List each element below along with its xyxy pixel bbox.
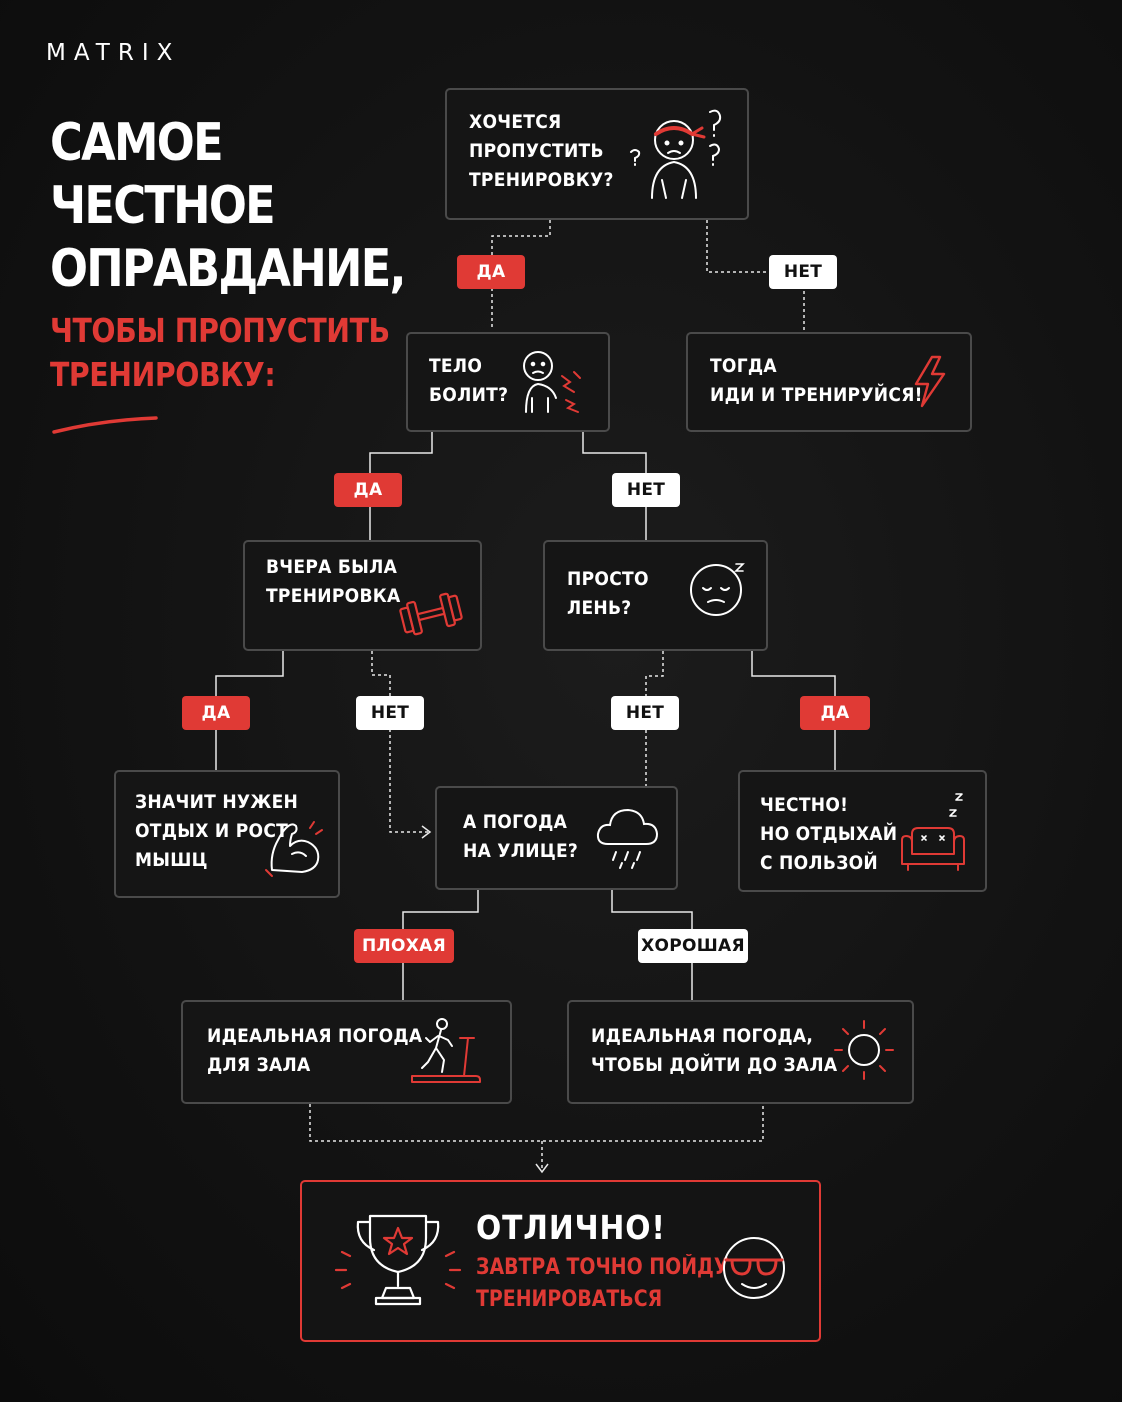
node-walk-weather-line-1: ИДЕАЛЬНАЯ ПОГОДА, (591, 1025, 814, 1047)
treadmill-icon (411, 1018, 481, 1083)
node-gym-weather-line-2: ДЛЯ ЗАЛА (207, 1054, 311, 1076)
dumbbell-icon (399, 592, 463, 636)
node-gym-weather-text: ИДЕАЛЬНАЯ ПОГОДА ДЛЯ ЗАЛА (207, 1022, 422, 1080)
tag-body-yes: ДА (334, 473, 402, 507)
tag-lazy-no: НЕТ (611, 696, 679, 730)
node-go-train-line-2: ИДИ И ТРЕНИРУЙСЯ! (710, 384, 923, 406)
tag-start-no: НЕТ (769, 255, 837, 289)
node-honest-line-1: ЧЕСТНО! (760, 794, 849, 816)
headline-line-3: ОПРАВДАНИЕ, (50, 239, 407, 299)
node-yesterday-text: ВЧЕРА БЫЛА ТРЕНИРОВКА (266, 553, 401, 611)
node-muscle (114, 770, 340, 898)
node-walk-weather (567, 1000, 914, 1104)
sofa-icon (901, 793, 965, 871)
sunglasses-face-icon (723, 1237, 785, 1299)
node-start-text: ХОЧЕТСЯ ПРОПУСТИТЬ ТРЕНИРОВКУ? (469, 108, 614, 195)
node-lazy-text: ПРОСТО ЛЕНЬ? (567, 565, 649, 623)
node-honest (738, 770, 987, 892)
node-weather-line-1: А ПОГОДА (463, 811, 568, 833)
connector-yesterday-no (371, 651, 428, 833)
trophy-icon (334, 1214, 462, 1306)
sleepy-face-icon (690, 563, 745, 616)
node-go-train-text: ТОГДА ИДИ И ТРЕНИРУЙСЯ! (710, 352, 923, 410)
node-muscle-text: ЗНАЧИТ НУЖЕН ОТДЫХ И РОСТ МЫШЦ (135, 788, 298, 875)
node-gym-weather-line-1: ИДЕАЛЬНАЯ ПОГОДА (207, 1025, 423, 1047)
node-weather (435, 786, 678, 890)
headline-line-1: САМОЕ (50, 113, 224, 173)
sore-person-icon (523, 351, 581, 413)
node-body-pain (406, 332, 610, 432)
node-yesterday-line-2: ТРЕНИРОВКА (266, 585, 401, 607)
node-muscle-line-1: ЗНАЧИТ НУЖЕН (135, 791, 299, 813)
tag-yesterday-no: НЕТ (356, 696, 424, 730)
node-muscle-line-2: ОТДЫХ И РОСТ (135, 820, 289, 842)
node-lazy-line-2: ЛЕНЬ? (567, 597, 632, 619)
final-title: ОТЛИЧНО! (476, 1208, 666, 1247)
node-body-pain-line-1: ТЕЛО (429, 355, 483, 377)
node-go-train (686, 332, 972, 432)
node-yesterday-line-1: ВЧЕРА БЫЛА (266, 556, 398, 578)
final-subtitle: ЗАВТРА ТОЧНО ПОЙДУ ТРЕНИРОВАТЬСЯ (476, 1252, 728, 1316)
node-weather-text: А ПОГОДА НА УЛИЦЕ? (463, 808, 578, 866)
red-swoosh-decoration (52, 416, 158, 434)
headline-red-line-2: ТРЕНИРОВКУ: (50, 355, 276, 394)
node-go-train-line-1: ТОГДА (710, 355, 777, 377)
node-walk-weather-text: ИДЕАЛЬНАЯ ПОГОДА, ЧТОБЫ ДОЙТИ ДО ЗАЛА (591, 1022, 837, 1080)
arrow-head-weather (421, 825, 432, 839)
tag-body-no: НЕТ (612, 473, 680, 507)
node-weather-line-2: НА УЛИЦЕ? (463, 840, 579, 862)
node-walk-weather-line-2: ЧТОБЫ ДОЙТИ ДО ЗАЛА (591, 1054, 838, 1076)
node-honest-line-3: С ПОЛЬЗОЙ (760, 852, 879, 874)
node-honest-line-2: НО ОТДЫХАЙ (760, 823, 898, 845)
flexed-arm-icon (265, 821, 323, 877)
node-start-line-3: ТРЕНИРОВКУ? (469, 169, 614, 191)
node-lazy-line-1: ПРОСТО (567, 568, 649, 590)
final-subtitle-line-1: ЗАВТРА ТОЧНО ПОЙДУ (476, 1255, 729, 1280)
tag-lazy-yes: ДА (800, 696, 870, 730)
node-start-line-2: ПРОПУСТИТЬ (469, 140, 604, 162)
confused-person-icon (630, 109, 722, 199)
tag-yesterday-yes: ДА (182, 696, 250, 730)
connector-merge (309, 1104, 764, 1142)
page-headline: САМОЕ ЧЕСТНОЕ ОПРАВДАНИЕ, ЧТОБЫ ПРОПУСТИ… (50, 112, 430, 397)
node-honest-text: ЧЕСТНО! НО ОТДЫХАЙ С ПОЛЬЗОЙ (760, 791, 897, 878)
final-subtitle-line-2: ТРЕНИРОВАТЬСЯ (476, 1287, 663, 1312)
headline-red-line-1: ЧТОБЫ ПРОПУСТИТЬ (50, 311, 390, 350)
node-lazy (543, 540, 768, 651)
connector-lazy-no (645, 651, 664, 786)
tag-weather-bad: ПЛОХАЯ (354, 929, 454, 963)
connector-start-no (706, 220, 805, 332)
node-start-line-1: ХОЧЕТСЯ (469, 111, 562, 133)
brand-logo: MATRIX (46, 40, 181, 66)
rain-cloud-icon (596, 808, 659, 869)
tag-start-yes: ДА (457, 255, 525, 289)
node-start (445, 88, 749, 220)
node-gym-weather (181, 1000, 512, 1104)
tag-weather-good: ХОРОШАЯ (638, 929, 748, 963)
headline-line-2: ЧЕСТНОЕ (50, 176, 276, 236)
node-muscle-line-3: МЫШЦ (135, 849, 208, 871)
lightning-icon (914, 355, 946, 408)
node-body-pain-line-2: БОЛИТ? (429, 384, 509, 406)
arrow-head-final (535, 1163, 549, 1174)
node-body-pain-text: ТЕЛО БОЛИТ? (429, 352, 508, 410)
sun-icon (834, 1020, 894, 1080)
